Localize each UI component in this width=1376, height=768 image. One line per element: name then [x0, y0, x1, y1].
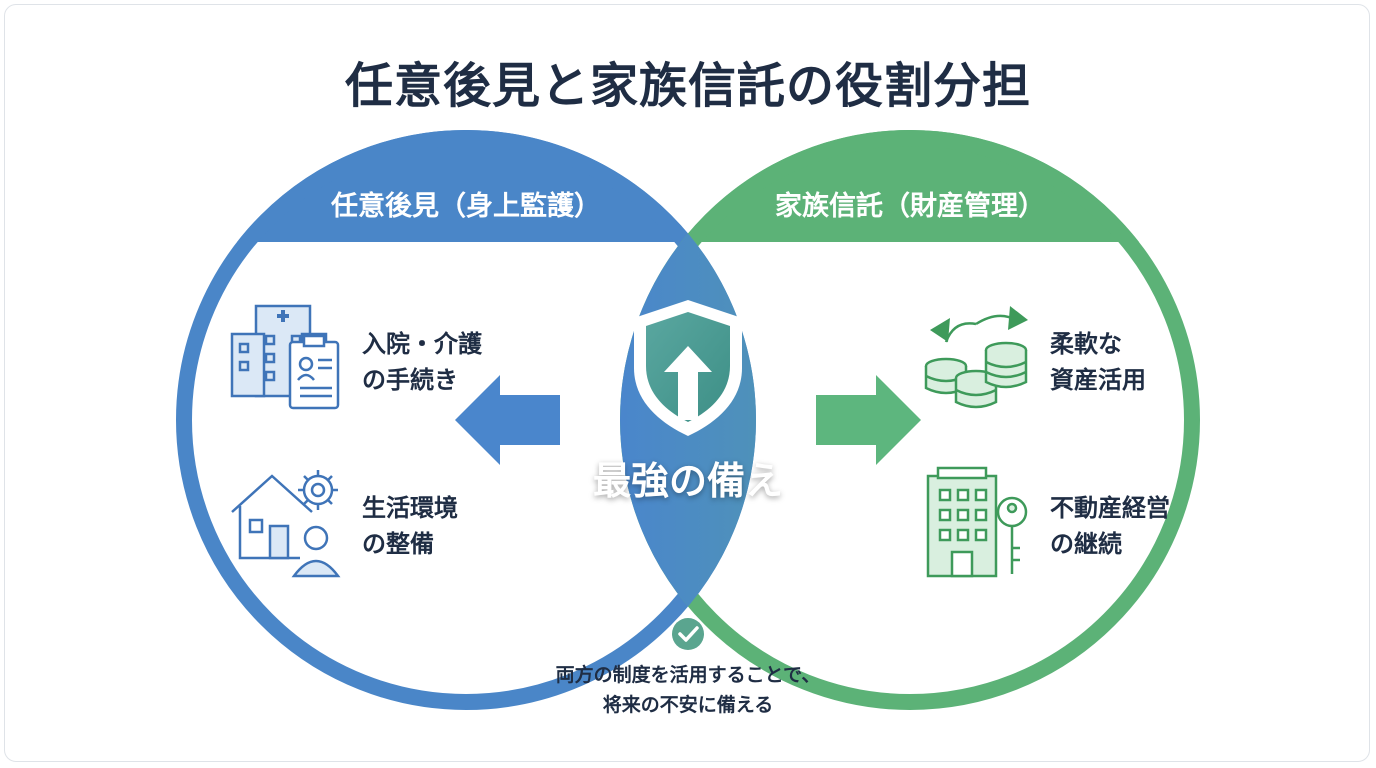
- building-key-icon: [926, 466, 1028, 578]
- center-label: 最強の備え: [592, 459, 783, 503]
- right-item-1: 柔軟な 資産活用: [1050, 326, 1146, 398]
- right-item-2-line2: の継続: [1050, 530, 1122, 558]
- right-item-2: 不動産経営 の継続: [1050, 490, 1170, 562]
- left-item-2: 生活環境 の整備: [362, 490, 458, 562]
- left-item-2-line2: の整備: [362, 530, 434, 558]
- left-item-1: 入院・介護 の手続き: [362, 326, 482, 398]
- coins-arrows-icon: [924, 306, 1028, 409]
- left-circle-header: 任意後見（身上監護）: [331, 191, 601, 222]
- left-arrow-icon: [455, 375, 560, 465]
- footnote-line1: 両方の制度を活用することで、: [555, 664, 821, 686]
- right-circle-header: 家族信託（財産管理）: [775, 191, 1045, 222]
- left-item-1-line1: 入院・介護: [362, 330, 482, 358]
- house-gear-person-icon: [231, 470, 341, 578]
- footnote: 両方の制度を活用することで、 将来の不安に備える: [488, 660, 888, 720]
- shield-arrow-up-icon: [634, 300, 742, 436]
- right-item-2-line1: 不動産経営: [1050, 494, 1170, 522]
- right-arrow-icon: [816, 375, 921, 465]
- check-circle-icon: [672, 618, 704, 650]
- right-item-1-line1: 柔軟な: [1050, 330, 1122, 358]
- left-item-2-line1: 生活環境: [362, 494, 458, 522]
- right-item-1-line2: 資産活用: [1050, 366, 1146, 394]
- hospital-clipboard-icon: [230, 304, 340, 410]
- left-item-1-line2: の手続き: [362, 366, 458, 394]
- footnote-line2: 将来の不安に備える: [602, 694, 774, 716]
- page-title: 任意後見と家族信託の役割分担: [344, 58, 1031, 114]
